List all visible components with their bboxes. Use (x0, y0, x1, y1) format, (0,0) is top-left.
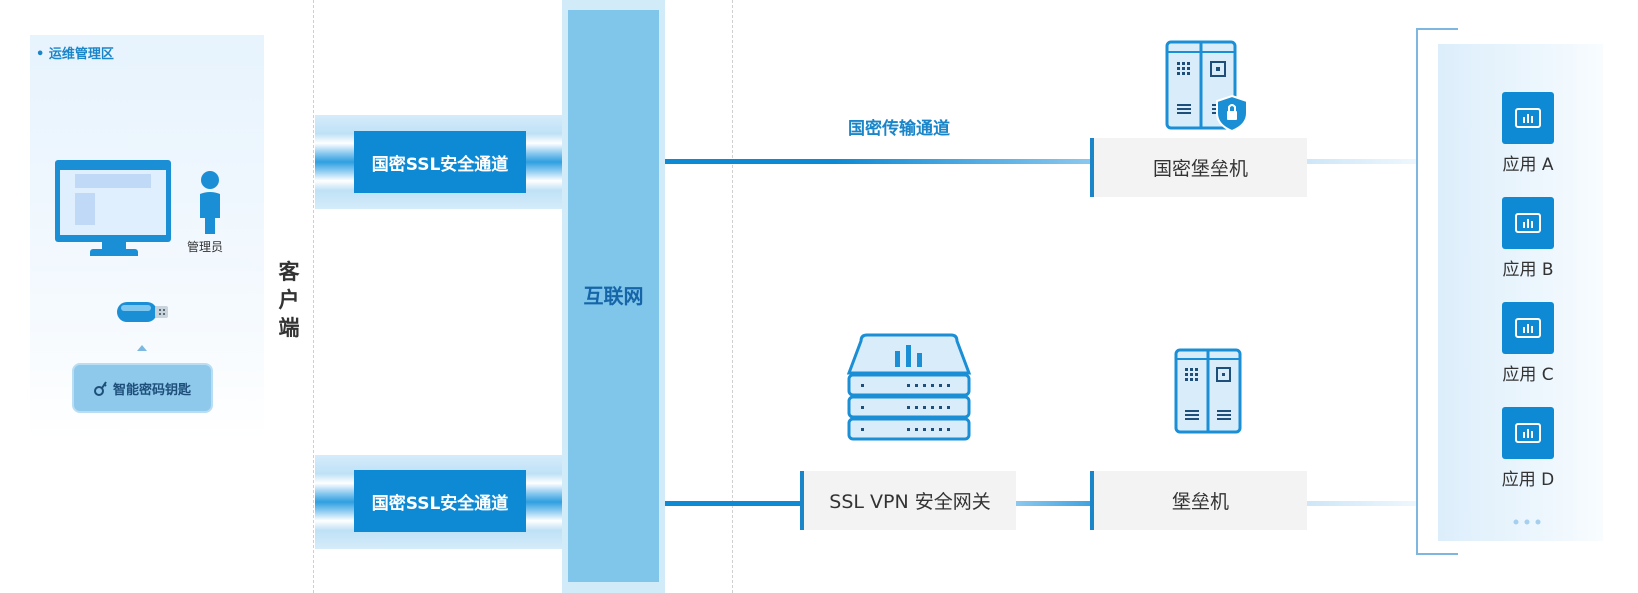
app-b-icon (1502, 197, 1554, 249)
separator-right (732, 0, 733, 593)
internet-column-inner (568, 10, 659, 582)
monitor-window-bar (75, 174, 151, 188)
smart-key-label: 智能密码钥匙 (112, 382, 191, 398)
smart-key-box: 智能密码钥匙 (72, 363, 213, 413)
gm-bastion-server-icon (1165, 40, 1248, 132)
app-d-label: 应用 D (1501, 470, 1555, 490)
vpn-gateway-icon (846, 333, 972, 441)
app-b-label: 应用 B (1502, 260, 1554, 280)
gm-bastion-label: 国密堡垒机 (1152, 158, 1248, 180)
admin-label: 管理员 (187, 240, 224, 254)
top-tunnel-label: 国密SSL安全通道 (354, 131, 526, 193)
ssl-vpn-label: SSL VPN 安全网关 (829, 491, 991, 513)
app-a-icon (1502, 92, 1554, 144)
apps-bracket (1416, 28, 1458, 555)
admin-person-icon (200, 171, 220, 234)
bastion-server-icon (1174, 348, 1242, 434)
separator-left (313, 0, 314, 593)
monitor-window-sidebar (75, 193, 95, 225)
client-label: 客户端 (278, 260, 300, 340)
more-dots-icon (1513, 519, 1541, 525)
channel-label: 国密传输通道 (848, 119, 950, 139)
gm-bastion-box: 国密堡垒机 (1090, 138, 1307, 197)
ssl-vpn-box: SSL VPN 安全网关 (800, 471, 1016, 530)
monitor-base (90, 249, 138, 256)
vpn-to-bastion-line (1016, 501, 1092, 506)
top-connection-line (665, 159, 1093, 164)
bottom-tunnel-label: 国密SSL安全通道 (354, 470, 526, 532)
app-c-label: 应用 C (1502, 365, 1554, 385)
gm-bastion-to-apps-line (1307, 159, 1417, 164)
bastion-to-apps-line (1307, 501, 1417, 506)
management-zone-title: • 运维管理区 (36, 47, 114, 62)
monitor-stand (102, 242, 126, 250)
internet-to-vpn-line (665, 501, 803, 506)
bastion-box: 堡垒机 (1090, 471, 1307, 530)
app-a-label: 应用 A (1502, 155, 1554, 175)
app-c-icon (1502, 302, 1554, 354)
arrow-up-icon (137, 345, 147, 351)
internet-label: 互联网 (583, 284, 644, 308)
key-icon (93, 381, 107, 396)
bastion-label: 堡垒机 (1171, 491, 1229, 513)
app-d-icon (1502, 407, 1554, 459)
usb-key-icon (117, 302, 168, 322)
